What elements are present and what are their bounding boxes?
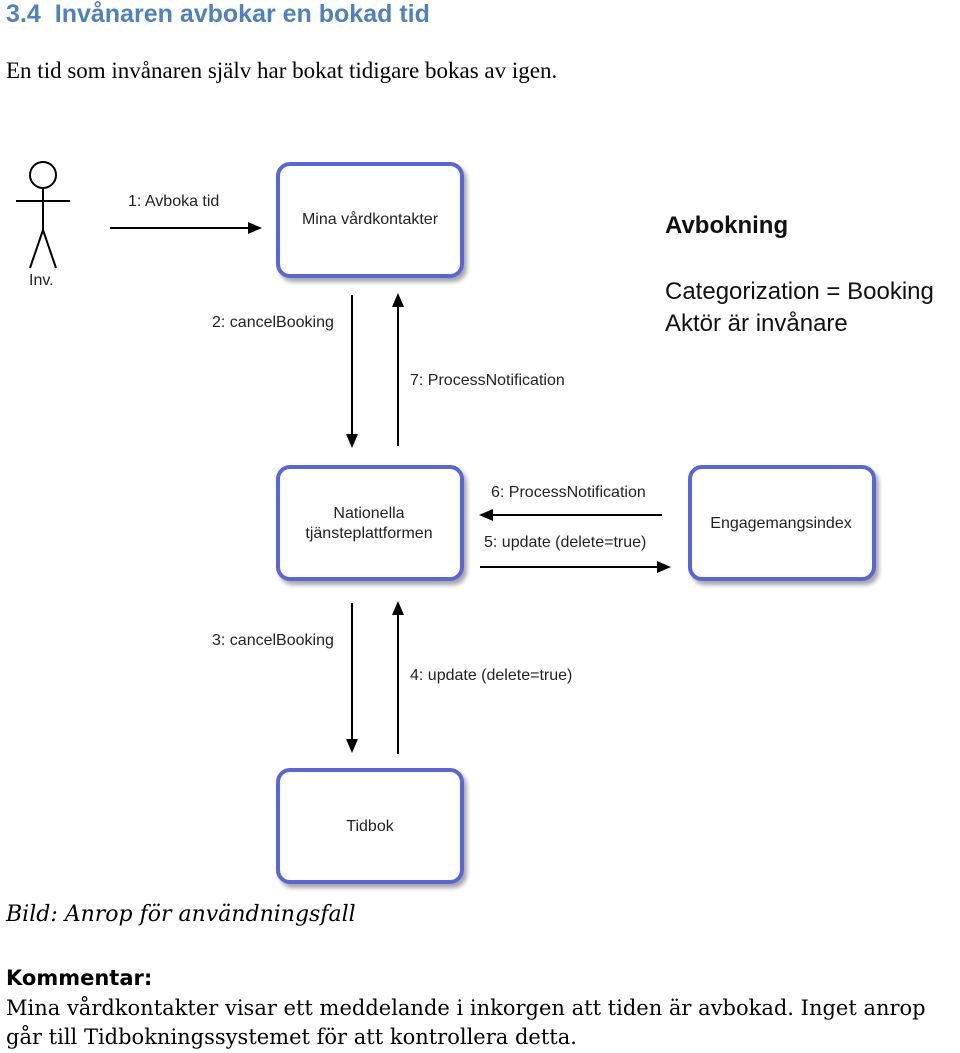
box-mina-vardkontakter-label: Mina vårdkontakter <box>302 210 439 228</box>
message-3-label: 3: cancelBooking <box>212 632 334 649</box>
arrow-2 <box>346 295 358 448</box>
arrow-7 <box>392 293 404 446</box>
section-heading: 3.4 Invånaren avbokar en bokad tid <box>6 0 430 29</box>
message-1-label: 1: Avboka tid <box>128 193 219 210</box>
info-line-1: Categorization = Booking <box>665 278 934 305</box>
section-number: 3.4 <box>6 0 41 28</box>
info-line-2: Aktör är invånare <box>665 310 848 337</box>
arrow-5 <box>480 561 671 573</box>
actor-icon <box>16 161 70 269</box>
collaboration-diagram: Inv. Mina vårdkontakter Nationella tjäns… <box>16 161 934 884</box>
message-6-label: 6: ProcessNotification <box>491 484 646 501</box>
box-tidbok-label: Tidbok <box>346 818 394 835</box>
info-title: Avbokning <box>665 212 788 239</box>
box-engagemangsindex-label: Engagemangsindex <box>710 515 851 532</box>
box-tidbok <box>276 768 464 884</box>
arrow-1 <box>110 222 262 234</box>
intro-text: En tid som invånaren själv har bokat tid… <box>6 58 558 83</box>
figure-caption: Bild: Anrop för användningsfall <box>6 902 356 927</box>
box-ntp-label-line1: Nationella <box>333 505 404 522</box>
message-5-label: 5: update (delete=true) <box>484 534 646 551</box>
comment-title: Kommentar: <box>6 966 153 990</box>
box-mina-vardkontakter <box>276 162 464 278</box>
section-title: Invånaren avbokar en bokad tid <box>54 0 430 28</box>
arrow-4 <box>392 601 404 754</box>
box-ntp-label-line2: tjänsteplattformen <box>305 525 432 542</box>
comment-text: Mina vårdkontakter visar ett meddelande … <box>6 996 926 1049</box>
message-2-label: 2: cancelBooking <box>212 314 334 331</box>
message-7-label: 7: ProcessNotification <box>410 372 565 389</box>
arrow-6 <box>479 509 662 521</box>
box-engagemangsindex <box>688 465 876 581</box>
box-nationella-tjansteplattformen <box>276 465 464 581</box>
message-4-label: 4: update (delete=true) <box>410 667 572 684</box>
arrow-3 <box>346 603 358 753</box>
actor-label: Inv. <box>29 272 54 289</box>
